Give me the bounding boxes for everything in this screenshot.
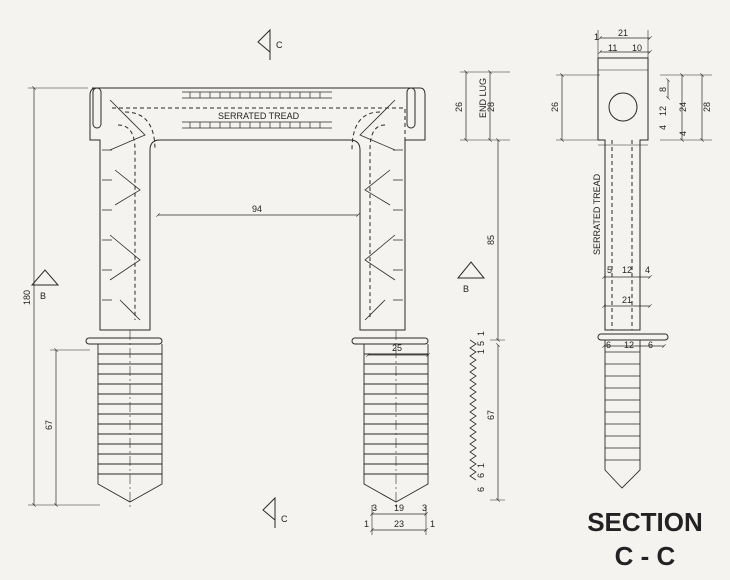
marker-b-right: B (463, 284, 469, 294)
marker-c-bottom: C (281, 514, 288, 524)
dimension-lines (32, 36, 704, 532)
dim-pitch-6b: 6 (476, 487, 486, 492)
marker-c-top: C (276, 40, 283, 50)
sec-dim-4a: 4 (658, 125, 668, 130)
sec-dim-4c: 4 (645, 265, 650, 275)
dim-180: 180 (22, 290, 32, 305)
dim-pitch-1a: 1 (476, 331, 486, 336)
dim-pitch-1c: 1 (476, 463, 486, 468)
section-c-c-view (597, 57, 669, 489)
sec-dim-6b: 6 (648, 340, 653, 350)
sec-dim-1: 1 (594, 32, 599, 42)
dim-25: 25 (392, 343, 402, 353)
sec-dim-6a: 6 (606, 340, 611, 350)
dim-pitch-5: 5 (476, 341, 486, 346)
serrated-tread-label: SERRATED TREAD (218, 111, 300, 121)
section-title-line1: SECTION (587, 507, 703, 537)
dim-94: 94 (252, 204, 262, 214)
dim-67-left: 67 (44, 420, 54, 430)
sec-dim-24: 24 (678, 102, 688, 112)
sec-dim-5: 5 (607, 265, 612, 275)
dim-26-lug: 26 (454, 102, 464, 112)
sec-dim-12-low: 12 (624, 340, 634, 350)
step-front-view (85, 87, 477, 510)
dim-3b: 3 (422, 503, 427, 513)
section-title: SECTION C - C (570, 505, 720, 573)
dim-23: 23 (394, 519, 404, 529)
sec-dim-11: 11 (608, 43, 617, 53)
extension-lines (28, 30, 712, 535)
section-tread-label: SERRATED TREAD (592, 173, 602, 255)
dim-67-right: 67 (486, 410, 496, 420)
dim-pitch-1b: 1 (476, 349, 486, 354)
sec-dim-21-top: 21 (618, 28, 628, 38)
end-lug-label: END LUG (478, 78, 488, 118)
dim-1a: 1 (364, 519, 369, 529)
dim-28-lug: 28 (486, 102, 496, 112)
sec-dim-28: 28 (702, 102, 712, 112)
sec-dim-10: 10 (632, 43, 642, 53)
sec-dim-12-mid: 12 (622, 265, 632, 275)
dim-85: 85 (486, 235, 496, 245)
sec-dim-12-top: 12 (658, 106, 668, 116)
marker-b-left: B (40, 291, 46, 301)
sec-dim-4b: 4 (678, 131, 688, 136)
dim-1b: 1 (430, 519, 435, 529)
sec-dim-8: 8 (658, 87, 668, 92)
sec-dim-26: 26 (550, 102, 560, 112)
dim-pitch-6a: 6 (476, 473, 486, 478)
dim-3a: 3 (372, 503, 377, 513)
sec-dim-21-mid: 21 (622, 295, 632, 305)
section-markers (30, 28, 486, 528)
dim-19: 19 (394, 503, 404, 513)
section-title-line2: C - C (614, 541, 676, 571)
